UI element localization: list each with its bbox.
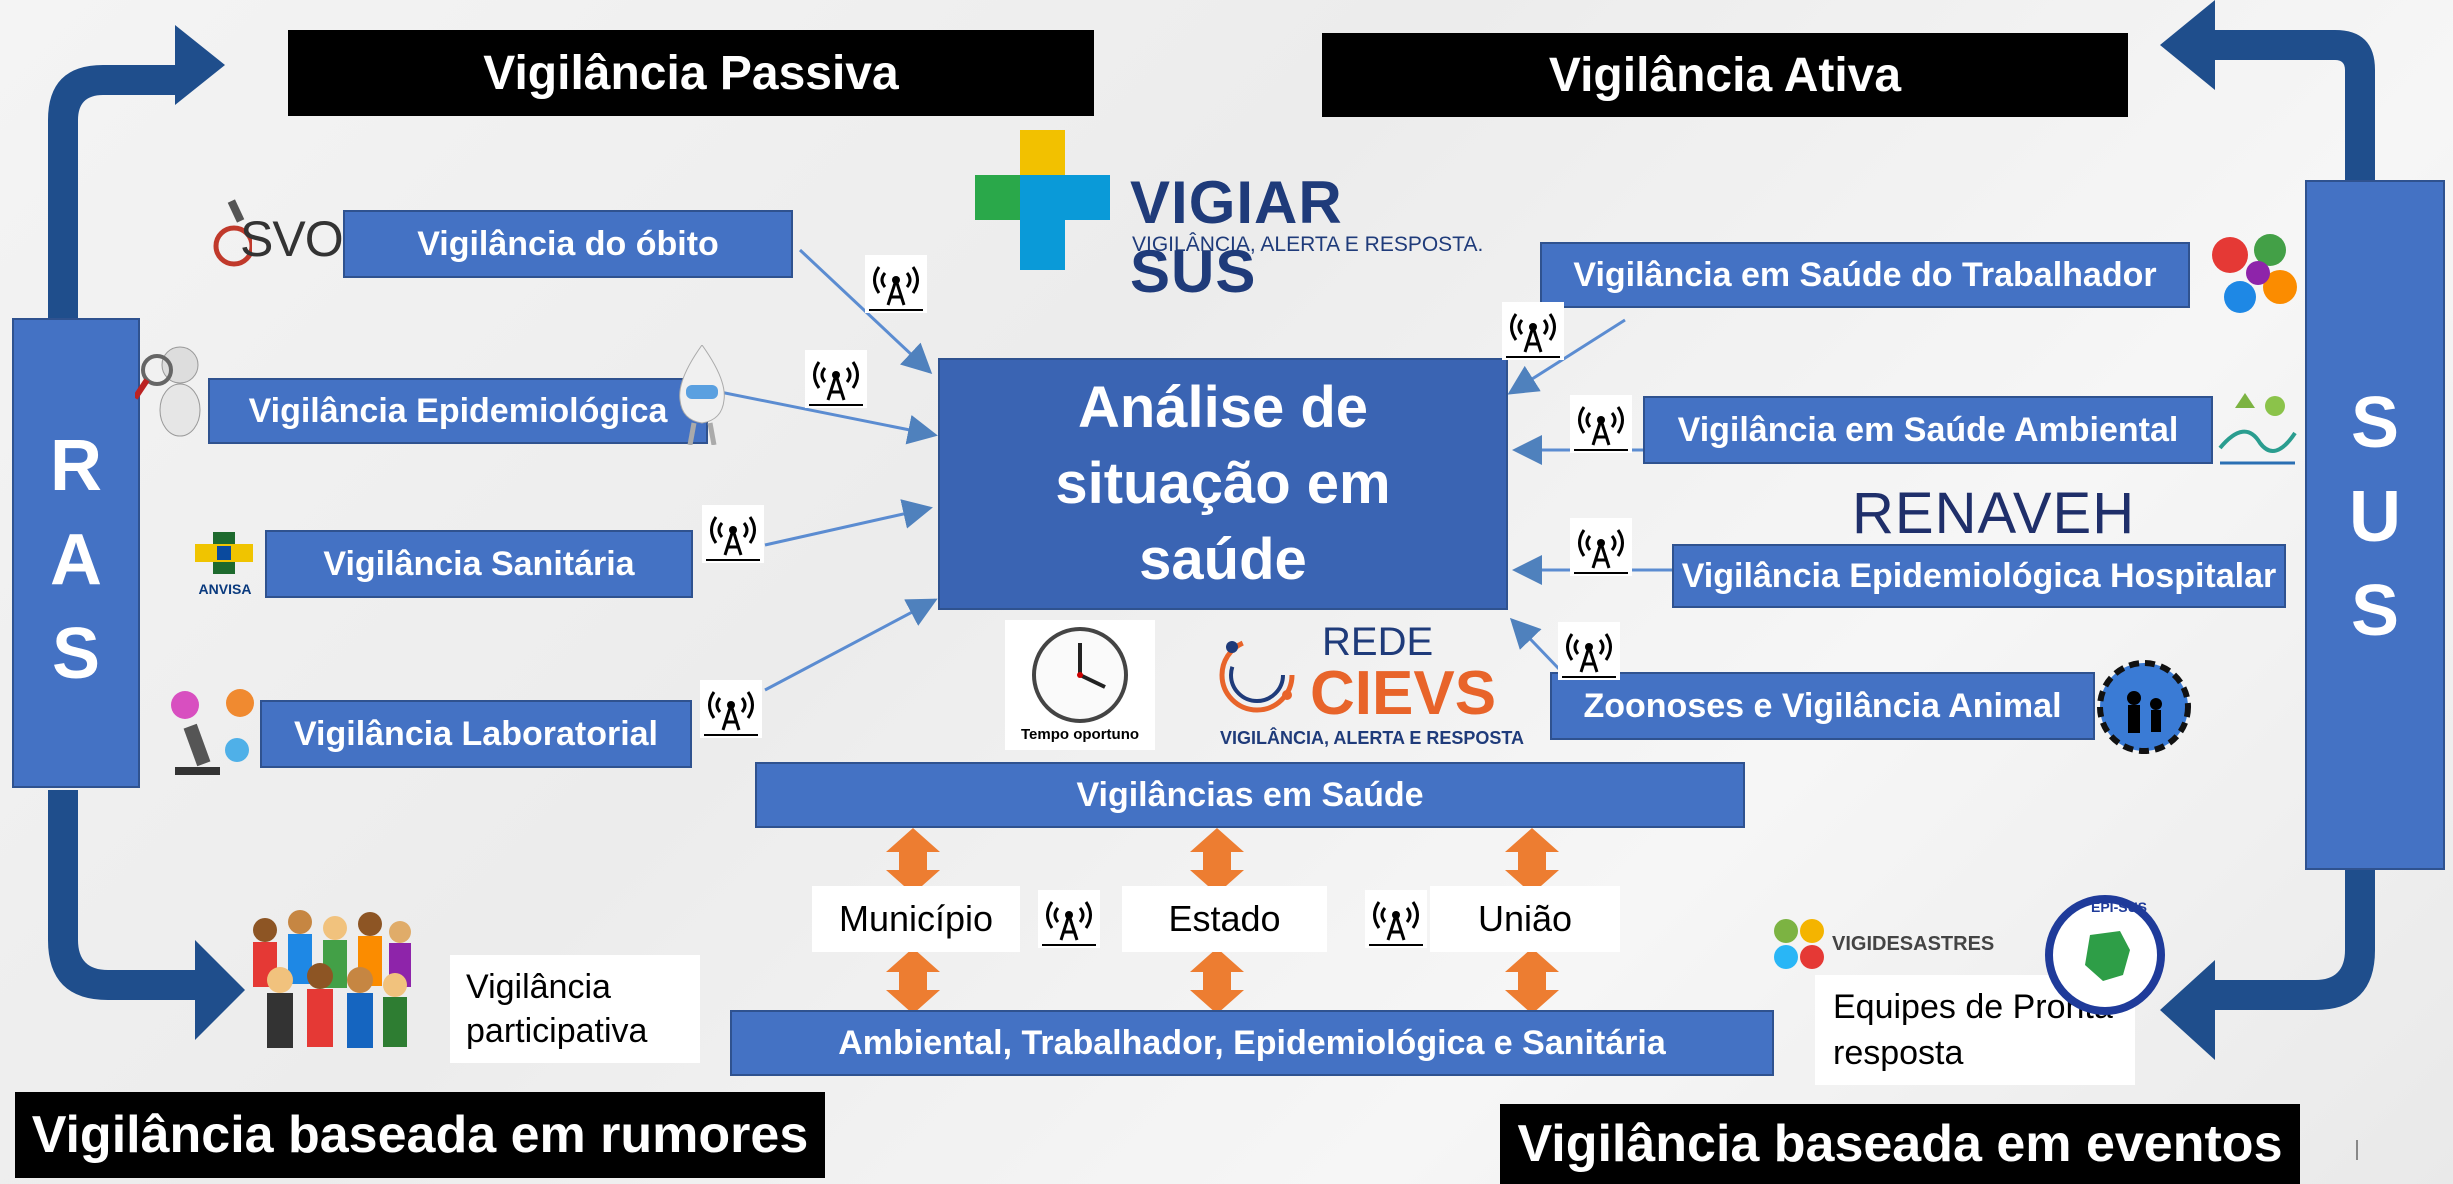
box-vigilancia-sanitaria: Vigilância Sanitária <box>265 530 693 598</box>
vigidesastres-icon <box>1774 919 1824 969</box>
signal-icon <box>865 255 927 313</box>
rede-text: REDE <box>1322 620 1434 664</box>
box-vigilancia-ambiental: Vigilância em Saúde Ambiental <box>1643 396 2213 464</box>
ras-letter-s: S <box>51 614 101 694</box>
header-vigilancia-eventos: Vigilância baseada em eventos <box>1500 1104 2300 1184</box>
anvisa-text: ANVISA <box>198 581 252 597</box>
level-estado: Estado <box>1122 886 1327 952</box>
laboratory-icon <box>171 689 254 775</box>
signal-icon <box>805 350 867 408</box>
epi-sus-text: EPI-SUS <box>2091 899 2148 915</box>
sus-bottom-arrow <box>2160 870 2375 1060</box>
analise-situacao-saude: Análise de situação em saúde <box>938 358 1508 610</box>
vigidesastres-text: VIGIDESASTRES <box>1832 933 1995 955</box>
ze-gotinha-icon <box>679 345 725 445</box>
box-vigilancia-epi-hospitalar: Vigilância Epidemiológica Hospitalar <box>1672 544 2286 608</box>
signal-icon <box>1365 890 1427 948</box>
box-tipos-vigilancia: Ambiental, Trabalhador, Epidemiológica e… <box>730 1010 1774 1076</box>
box-vigilancias-em-saude: Vigilâncias em Saúde <box>755 762 1745 828</box>
ras-bottom-arrow <box>48 790 245 1040</box>
cievs-orbit-icon <box>1219 637 1295 713</box>
ras-letter-r: R <box>50 426 102 506</box>
vigiar-subtitle: VIGILÂNCIA, ALERTA E RESPOSTA. <box>1132 233 1484 256</box>
sus-letter-s2: S <box>2350 571 2400 651</box>
level-municipio: Município <box>812 886 1020 952</box>
box-vigilancia-laboratorial: Vigilância Laboratorial <box>260 700 692 768</box>
box-vigilancia-epidemiologica: Vigilância Epidemiológica <box>208 378 708 444</box>
signal-icon <box>1502 302 1564 360</box>
microscope-icon <box>213 199 252 267</box>
cievs-text: CIEVS <box>1310 659 1497 728</box>
signal-icon <box>700 680 762 738</box>
page-tick <box>2356 1140 2358 1160</box>
vigiar-title: VIGIAR SUS <box>1130 169 1343 305</box>
svo-text: SVO <box>240 211 344 267</box>
vigiar-sus-logo: VIGIAR SUS VIGILÂNCIA, ALERTA E RESPOSTA… <box>975 130 1483 305</box>
signal-icon <box>1558 622 1620 680</box>
anvisa-logo: ANVISA <box>185 530 265 600</box>
svo-logo: SVO <box>212 196 344 274</box>
signal-icon <box>1038 890 1100 948</box>
level-uniao: União <box>1430 886 1620 952</box>
zoonoses-globe-icon <box>2097 660 2191 754</box>
signal-icon <box>702 505 764 563</box>
renaveh-logo: RENAVEH <box>1852 481 2136 546</box>
right-connectors <box>1507 318 1675 672</box>
anvisa-cross-icon <box>195 532 253 574</box>
header-vigilancia-passiva: Vigilância Passiva <box>288 30 1094 116</box>
box-vigilancia-trabalhador: Vigilância em Saúde do Trabalhador <box>1540 242 2190 308</box>
brazil-map-icon <box>2085 931 2130 981</box>
clock-icon <box>1032 627 1128 723</box>
ras-letter-a: A <box>50 520 102 600</box>
vigidesastres-logo: VIGIDESASTRES <box>1770 915 2000 975</box>
sus-letter-s1: S <box>2350 383 2400 463</box>
sus-letter-u: U <box>2349 477 2401 557</box>
magnifier-person-icon <box>135 346 201 437</box>
sus-top-arrow <box>2160 0 2375 180</box>
crowd-icon <box>253 910 411 1048</box>
cievs-subtitle: VIGILÂNCIA, ALERTA E RESPOSTA <box>1220 728 1525 748</box>
ras-bar: R A S <box>12 318 140 788</box>
sus-bar: S U S <box>2305 180 2445 870</box>
hands-icon <box>2212 234 2297 313</box>
clock-label: Tempo oportuno <box>1020 726 1140 743</box>
vigiar-cross-icon <box>975 130 1110 270</box>
epi-sus-logo: EPI-SUS <box>2045 895 2165 1015</box>
header-vigilancia-rumores: Vigilância baseada em rumores <box>15 1092 825 1178</box>
ras-top-arrow <box>48 25 225 320</box>
header-vigilancia-ativa: Vigilância Ativa <box>1322 33 2128 117</box>
left-connectors <box>709 248 938 692</box>
signal-icon <box>1570 395 1632 453</box>
box-vigilancia-obito: Vigilância do óbito <box>343 210 793 278</box>
clock-block: Tempo oportuno <box>1005 620 1155 750</box>
orange-double-arrows <box>886 828 1559 1014</box>
ambiental-logo-icon <box>2218 393 2297 465</box>
signal-icon <box>1570 518 1632 576</box>
box-zoonoses: Zoonoses e Vigilância Animal <box>1550 672 2095 740</box>
vigilancia-participativa: Vigilância participativa <box>450 955 700 1063</box>
rede-cievs-logo: REDE CIEVS VIGILÂNCIA, ALERTA E RESPOSTA <box>1212 620 1524 750</box>
